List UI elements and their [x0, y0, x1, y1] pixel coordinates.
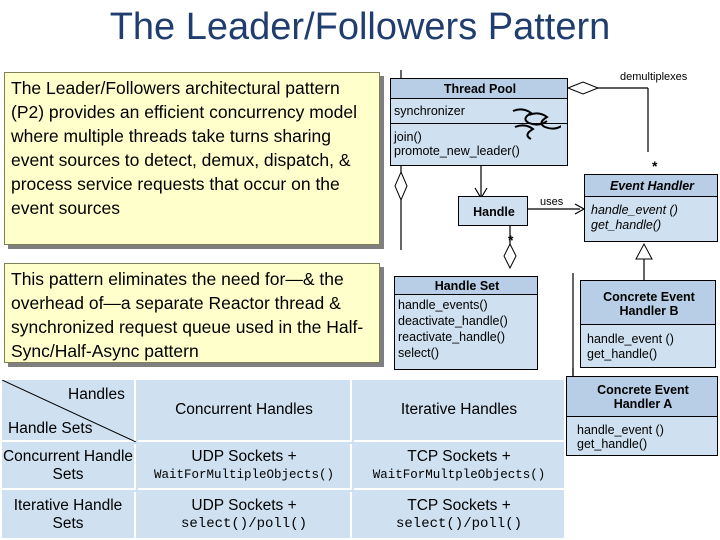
aggregation-diamond-left	[394, 170, 408, 202]
concrete-handler-b-method-2: get_handle()	[587, 347, 658, 361]
thread-pool-attribute: synchronizer	[394, 104, 465, 118]
inheritance-triangle	[635, 242, 653, 260]
cell-code: WaitForMultipleObjects()	[153, 468, 335, 482]
multiplicity-handle: *	[508, 232, 514, 248]
table-corner: Handles Handle Sets	[2, 380, 136, 442]
handle-set-class: Handle Set handle_events() deactivate_ha…	[394, 276, 538, 370]
handle-set-method-2: deactivate_handle()	[398, 314, 508, 328]
concrete-handler-a-name: Concrete Event Handler A	[597, 383, 689, 411]
cell-title: TCP Sockets +	[407, 497, 511, 514]
demultiplexes-label: demultiplexes	[620, 71, 688, 83]
event-handler-class: Event Handler handle_event () get_handle…	[584, 174, 718, 242]
aggregation-diamond-handle-set	[503, 242, 517, 270]
cell-concurrent-concurrent: UDP Sockets + WaitForMultipleObjects()	[138, 444, 352, 490]
corner-handles-label: Handles	[68, 386, 125, 403]
concrete-handler-a-class: Concrete Event Handler A handle_event ()…	[566, 376, 718, 456]
cell-title: UDP Sockets +	[191, 448, 297, 465]
handle-set-method-4: select()	[398, 346, 439, 360]
handle-set-name: Handle Set	[434, 279, 500, 293]
thread-pool-class: Thread Pool synchronizer join() promote_…	[390, 78, 568, 166]
threads-icon	[512, 108, 561, 140]
handle-set-method-1: handle_events()	[398, 298, 488, 312]
cell-code: select()/poll()	[180, 516, 308, 532]
thread-pool-method-join: join()	[394, 130, 422, 144]
concrete-handler-a-method-1: handle_event ()	[577, 423, 664, 437]
cell-code: WaitForMultpleObjects()	[372, 468, 546, 482]
concrete-handler-a-method-2: get_handle()	[577, 437, 648, 451]
handles-table: Handles Handle Sets Concurrent Handles I…	[2, 380, 564, 538]
benefit-paragraph: This pattern eliminates the need for—& t…	[4, 263, 380, 363]
column-header-concurrent: Concurrent Handles	[138, 380, 352, 442]
cell-iterative-concurrent: UDP Sockets + select()/poll()	[138, 492, 352, 538]
aggregation-diamond-right	[566, 81, 600, 95]
event-handler-method-1: handle_event ()	[591, 203, 678, 217]
concrete-handler-b-class: Concrete Event Handler B handle_event ()…	[580, 280, 716, 368]
concrete-handler-b-name: Concrete Event Handler B	[603, 290, 695, 318]
cell-title: UDP Sockets +	[191, 497, 297, 514]
intro-paragraph: The Leader/Followers architectural patte…	[4, 72, 380, 245]
handle-set-method-3: reactivate_handle()	[398, 330, 506, 344]
event-handler-method-2: get_handle()	[591, 218, 662, 232]
thread-pool-name: Thread Pool	[443, 82, 517, 96]
uses-label: uses	[540, 196, 564, 208]
cell-concurrent-iterative: TCP Sockets + WaitForMultpleObjects()	[354, 444, 564, 490]
row-header-concurrent-sets: Concurrent Handle Sets	[2, 444, 136, 490]
cell-code: select()/poll()	[395, 516, 523, 532]
column-header-iterative: Iterative Handles	[354, 380, 564, 442]
page-title: The Leader/Followers Pattern	[109, 6, 611, 48]
row-header-iterative-sets: Iterative Handle Sets	[2, 492, 136, 538]
multiplicity-event-handler: *	[652, 158, 658, 174]
handle-class: Handle	[458, 196, 528, 226]
corner-handle-sets-label: Handle Sets	[8, 420, 93, 437]
cell-title: TCP Sockets +	[407, 448, 511, 465]
thread-pool-method-promote: promote_new_leader()	[394, 144, 520, 158]
concrete-handler-b-method-1: handle_event ()	[587, 332, 674, 346]
handle-name: Handle	[473, 205, 515, 219]
event-handler-name: Event Handler	[609, 179, 695, 193]
cell-iterative-iterative: TCP Sockets + select()/poll()	[354, 492, 564, 538]
